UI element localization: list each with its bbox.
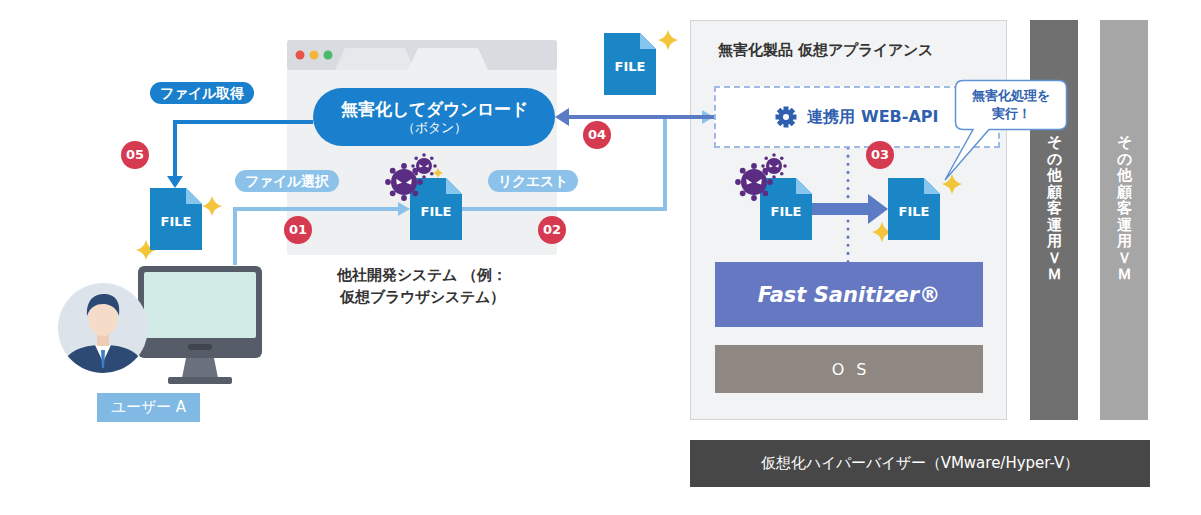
connector-line <box>568 115 714 119</box>
node-text: Fast Sanitizer® <box>758 283 940 307</box>
node-text: 連携用 WEB-API <box>807 107 938 128</box>
file-icon: FILE <box>410 178 462 240</box>
file-icon: FILE <box>888 178 940 240</box>
edge-label: ファイル選択 <box>235 170 339 192</box>
virus-symbol <box>385 153 437 201</box>
node-text: FILE <box>150 214 202 229</box>
connector <box>235 202 410 265</box>
connector <box>848 148 849 262</box>
virus-symbol <box>735 153 787 201</box>
system-window: 他社開発システム （例：仮想ブラウザシステム）無害化してダウンロード（ボタン）F… <box>287 40 557 255</box>
user-illustration <box>58 266 262 384</box>
file-icon: FILE <box>150 188 202 250</box>
node-text: FILE <box>760 204 812 219</box>
node-text: FILE <box>888 204 940 219</box>
node-text: 無害化製品 仮想アプライアンス <box>718 41 933 60</box>
callout-bubble: 無害化処理を 実行！ <box>955 80 1067 130</box>
arrow-head <box>555 108 569 126</box>
node-text: FILE <box>604 59 656 74</box>
node-text: 他社開発システム （例：仮想ブラウザシステム） <box>257 265 587 309</box>
callout-number: 05 <box>121 141 149 169</box>
node-text: その他顧客運用ＶＭ <box>1047 134 1062 283</box>
appliance-panel <box>691 21 1007 420</box>
node-text: 無害化処理を 実行！ <box>955 87 1067 123</box>
node-text: 無害化してダウンロード <box>341 98 528 120</box>
gear-icon <box>775 106 797 128</box>
os-bar: OS <box>715 345 983 393</box>
connector <box>812 194 888 224</box>
node-text: OS <box>820 360 879 379</box>
callout-number: 01 <box>284 216 312 244</box>
node-text: ユーザー A <box>97 393 200 422</box>
node-text: （ボタン） <box>402 120 467 137</box>
node-text: 仮想化ハイパーバイザー（VMware/Hyper-V） <box>761 454 1080 473</box>
hypervisor-bar: 仮想化ハイパーバイザー（VMware/Hyper-V） <box>690 440 1150 487</box>
vm-column: その他顧客運用ＶＭ <box>1100 20 1148 420</box>
arrow-head <box>167 176 183 188</box>
connector <box>555 108 714 126</box>
callout-shape <box>955 80 1067 130</box>
callout-number: 03 <box>866 141 894 169</box>
arrow-head <box>868 194 888 224</box>
callout-number: 02 <box>538 216 566 244</box>
connector-line <box>812 203 869 215</box>
browser-window <box>287 40 557 255</box>
user-box: ユーザー A <box>55 265 267 422</box>
callout-number: 04 <box>583 121 611 149</box>
edge-label: リクエスト <box>488 170 578 192</box>
appliance-box: 無害化製品 仮想アプライアンス連携用 WEB-API FILE FILE Fast S… <box>690 20 1007 420</box>
file-icon: FILE <box>604 33 656 95</box>
file-icon: FILE <box>760 178 812 240</box>
node-text: その他顧客運用ＶＭ <box>1117 134 1132 283</box>
product-bar: Fast Sanitizer® <box>715 262 983 327</box>
edge-label: ファイル取得 <box>150 82 254 104</box>
connector-line <box>235 209 399 265</box>
node-text: FILE <box>410 204 462 219</box>
arrow-head <box>398 202 410 216</box>
connector-line <box>847 148 850 262</box>
connector-line <box>175 122 313 177</box>
download-button: 無害化してダウンロード（ボタン） <box>313 88 555 146</box>
